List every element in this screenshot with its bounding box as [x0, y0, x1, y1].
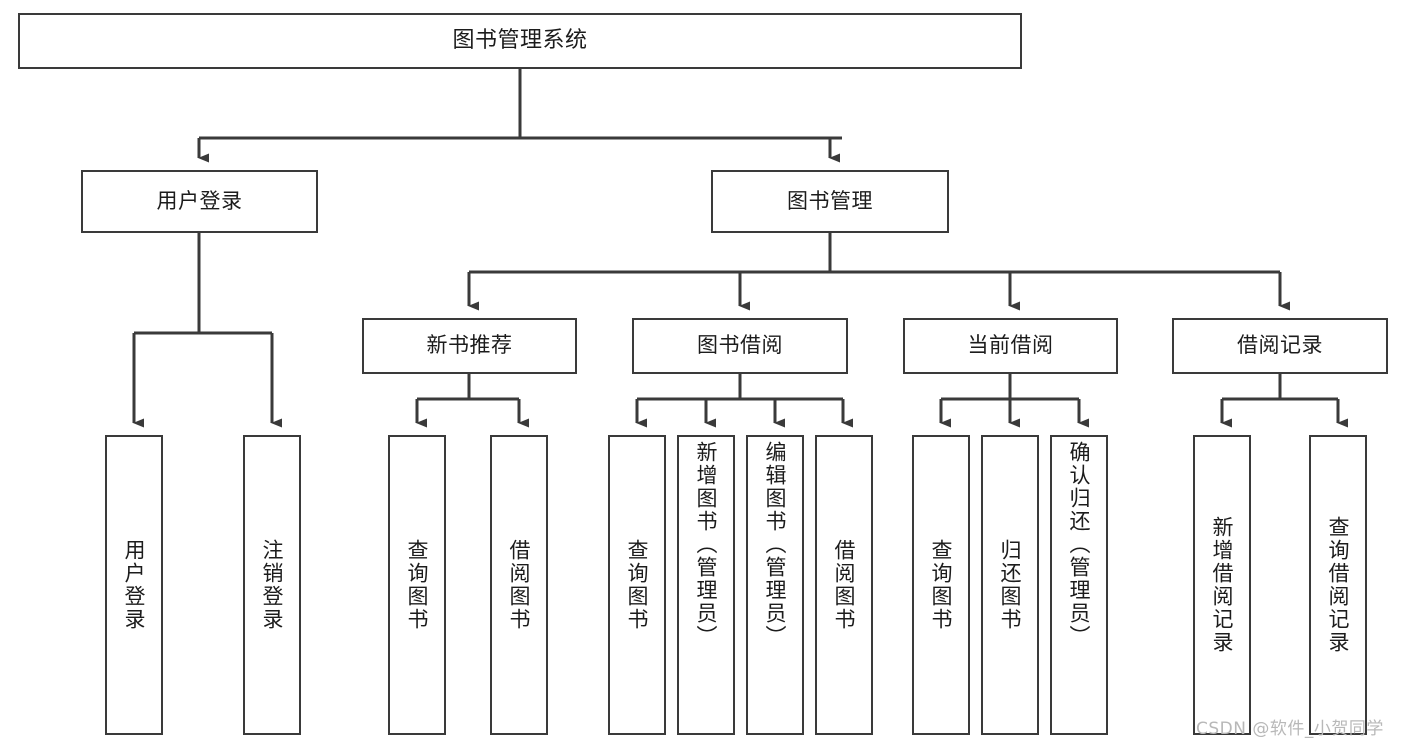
- leaf-user-logout[interactable]: 注销登录: [243, 435, 301, 735]
- node-new-book-recommend[interactable]: 新书推荐: [362, 318, 577, 374]
- node-user-login-label: 用户登录: [156, 188, 243, 213]
- leaf-borrow-edit-book-admin-label: 编辑图书（管理员）: [763, 441, 788, 648]
- leaf-borrow-add-book-admin[interactable]: 新增图书（管理员）: [677, 435, 735, 735]
- leaf-newbook-query-book[interactable]: 查询图书: [388, 435, 446, 735]
- node-current-borrow[interactable]: 当前借阅: [903, 318, 1118, 374]
- leaf-current-return-book[interactable]: 归还图书: [981, 435, 1039, 735]
- leaf-record-add-record[interactable]: 新增借阅记录: [1193, 435, 1251, 735]
- leaf-current-confirm-return-admin[interactable]: 确认归还（管理员）: [1050, 435, 1108, 735]
- watermark-text: CSDN @软件_小贺同学: [1196, 719, 1384, 739]
- leaf-borrow-borrow-book-label: 借阅图书: [832, 539, 857, 631]
- node-book-management[interactable]: 图书管理: [711, 170, 949, 233]
- node-book-borrow[interactable]: 图书借阅: [632, 318, 848, 374]
- leaf-user-login-label: 用户登录: [122, 539, 147, 631]
- node-book-management-label: 图书管理: [787, 188, 873, 213]
- leaf-borrow-add-book-admin-label: 新增图书（管理员）: [694, 441, 719, 648]
- node-book-borrow-label: 图书借阅: [697, 333, 783, 358]
- leaf-newbook-query-book-label: 查询图书: [405, 539, 430, 631]
- leaf-borrow-borrow-book[interactable]: 借阅图书: [815, 435, 873, 735]
- leaf-newbook-borrow-book-label: 借阅图书: [507, 539, 532, 631]
- leaf-current-query-book[interactable]: 查询图书: [912, 435, 970, 735]
- leaf-borrow-query-book[interactable]: 查询图书: [608, 435, 666, 735]
- leaf-record-query-record-label: 查询借阅记录: [1326, 516, 1351, 654]
- leaf-record-add-record-label: 新增借阅记录: [1210, 516, 1235, 654]
- leaf-current-query-book-label: 查询图书: [929, 539, 954, 631]
- node-root-system-label: 图书管理系统: [452, 27, 588, 53]
- node-current-borrow-label: 当前借阅: [967, 333, 1054, 358]
- leaf-newbook-borrow-book[interactable]: 借阅图书: [490, 435, 548, 735]
- leaf-user-logout-label: 注销登录: [260, 539, 285, 631]
- leaf-current-confirm-return-admin-label: 确认归还（管理员）: [1067, 441, 1092, 648]
- leaf-user-login[interactable]: 用户登录: [105, 435, 163, 735]
- leaf-borrow-query-book-label: 查询图书: [625, 539, 650, 631]
- leaf-record-query-record[interactable]: 查询借阅记录: [1309, 435, 1367, 735]
- node-new-book-recommend-label: 新书推荐: [426, 333, 513, 358]
- node-user-login[interactable]: 用户登录: [81, 170, 318, 233]
- node-borrow-record[interactable]: 借阅记录: [1172, 318, 1388, 374]
- node-borrow-record-label: 借阅记录: [1237, 333, 1323, 358]
- node-root-system[interactable]: 图书管理系统: [18, 13, 1022, 69]
- leaf-borrow-edit-book-admin[interactable]: 编辑图书（管理员）: [746, 435, 804, 735]
- leaf-current-return-book-label: 归还图书: [998, 539, 1023, 631]
